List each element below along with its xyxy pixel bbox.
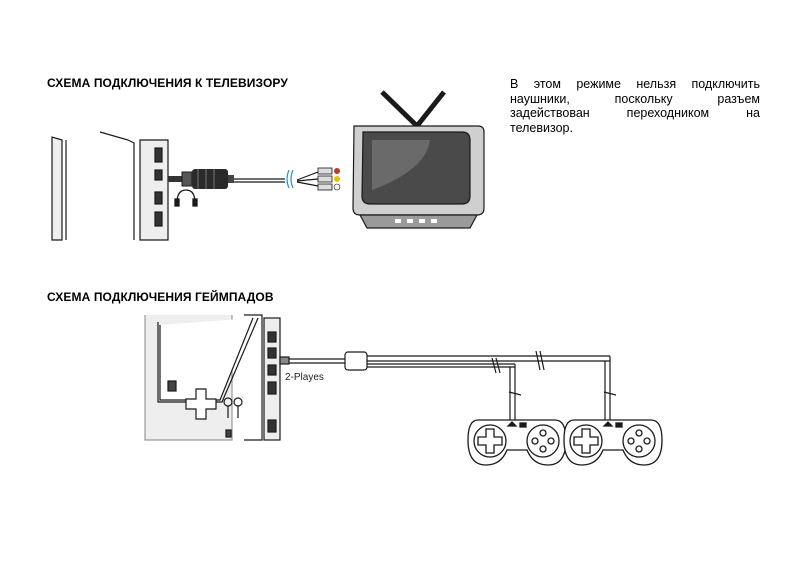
- note-line: В этом режиме нельзя подключить: [510, 77, 760, 92]
- note-word: переходником: [626, 106, 710, 120]
- tv-connection-heading: СХЕМА ПОДКЛЮЧЕНИЯ К ТЕЛЕВИЗОРУ: [47, 76, 288, 90]
- console-front-view: [144, 314, 281, 441]
- note-word: поскольку: [614, 91, 673, 106]
- av-cable: [168, 167, 341, 191]
- headphones-note: В этом режиме нельзя подключить наушники…: [510, 77, 760, 135]
- television-icon: [352, 90, 485, 229]
- note-word: подключить: [691, 77, 760, 91]
- gamepad-connection-heading: СХЕМА ПОДКЛЮЧЕНИЯ ГЕЙМПАДОВ: [47, 290, 274, 304]
- note-line: телевизор.: [510, 121, 760, 136]
- player-port-label: 2-Playes: [285, 372, 324, 383]
- note-line: наушники, поскольку разъем: [510, 92, 760, 107]
- note-word: разъем: [717, 91, 760, 106]
- note-word: на: [746, 106, 760, 120]
- gamepad-cable: [279, 350, 617, 420]
- note-word: режиме: [576, 77, 621, 91]
- note-word: задействован: [510, 106, 590, 120]
- headphones-icon: [174, 189, 198, 207]
- note-word: наушники,: [510, 91, 570, 106]
- note-word: В: [510, 77, 519, 91]
- note-word: телевизор.: [510, 120, 573, 135]
- note-line: задействован переходником на: [510, 106, 760, 121]
- note-word: нельзя: [636, 77, 677, 91]
- console-side-view: [51, 131, 169, 241]
- note-word: этом: [533, 77, 561, 91]
- gamepad-left-icon: [467, 419, 567, 466]
- gamepad-right-icon: [563, 419, 663, 466]
